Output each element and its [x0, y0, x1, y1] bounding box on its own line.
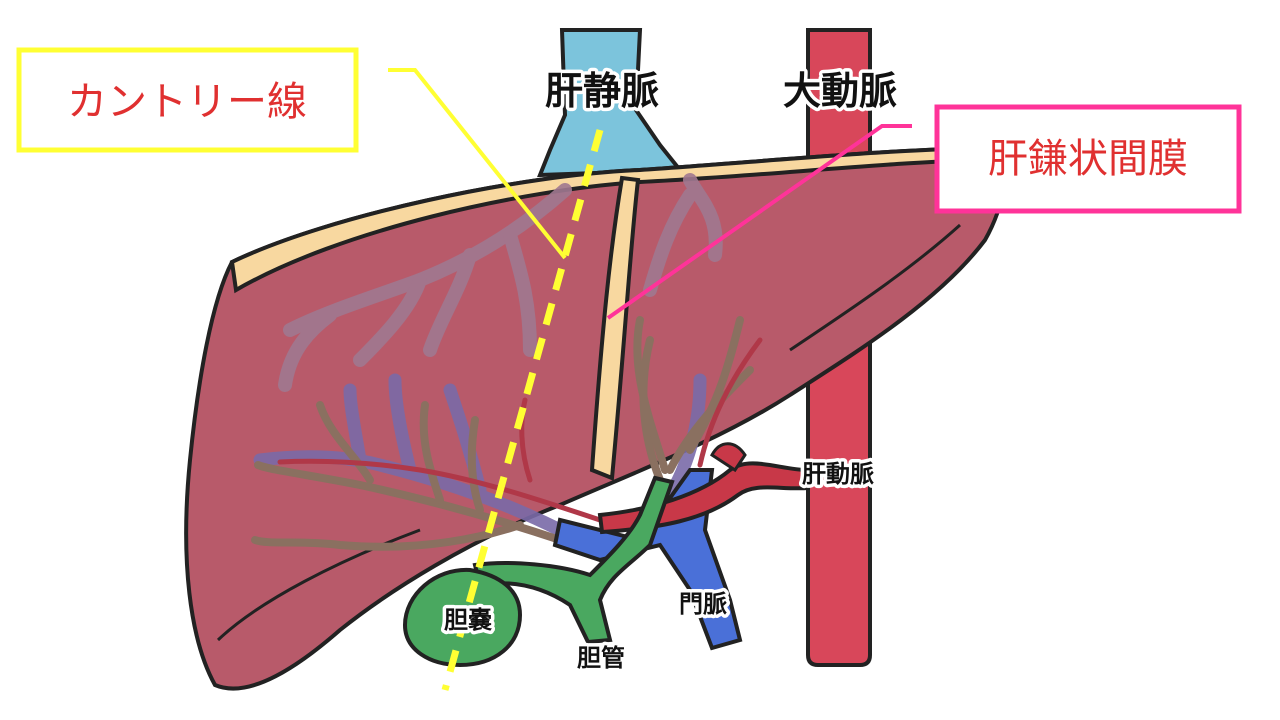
- intrahepatic-hepatic-veins: [278, 173, 723, 392]
- falciform-label: 肝鎌状間膜: [988, 136, 1188, 182]
- intrahepatic-artery-branches: [277, 337, 763, 523]
- liver-contour-line: [216, 528, 421, 642]
- portal-vein-label: 門脈: [679, 590, 727, 618]
- hepatic-vein-label: 肝静脈: [545, 69, 659, 113]
- hepatic-artery-label: 肝動脈: [802, 460, 874, 488]
- cantlie-label-box: カントリー線: [16, 47, 359, 153]
- liver-contour-line: [789, 223, 962, 352]
- cantlie-leader-line: [388, 68, 567, 260]
- cantlie-line: [441, 129, 604, 691]
- gallbladder-label: 胆嚢: [444, 606, 493, 634]
- bile-duct-label: 胆管: [577, 644, 625, 672]
- falciform-ligament-strip: [589, 175, 641, 481]
- hepatic-artery-branch: [710, 442, 747, 473]
- falciform-leader-line: [606, 124, 912, 320]
- falciform-label-box: 肝鎌状間膜: [934, 104, 1242, 214]
- cantlie-label: カントリー線: [67, 79, 307, 125]
- aorta-label: 大動脈: [783, 69, 897, 113]
- intrahepatic-bile-branches: [251, 316, 754, 551]
